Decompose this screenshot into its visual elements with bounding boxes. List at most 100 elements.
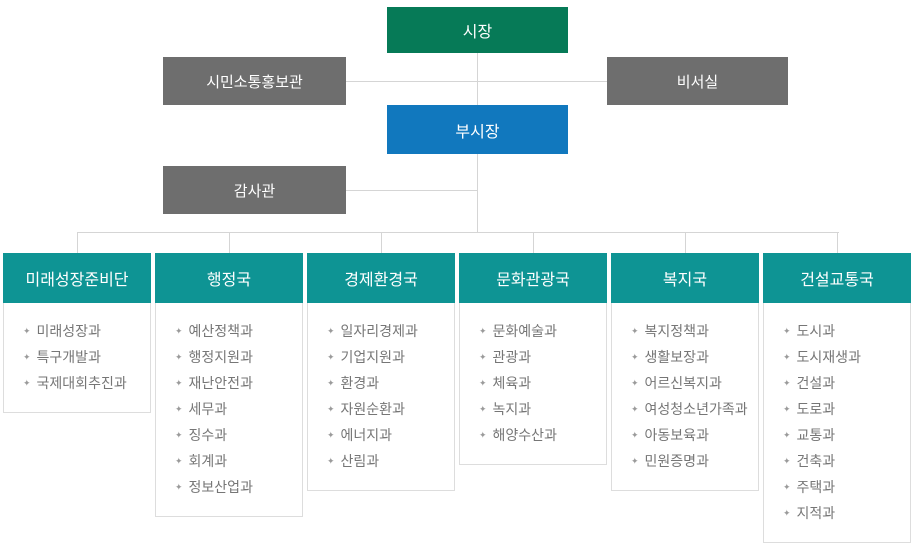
dept-item-label: 문화예술과 (492, 323, 557, 339)
dept-item-label: 생활보장과 (644, 349, 709, 365)
diamond-bullet-icon: ✦ (479, 378, 487, 388)
dept-item-label: 도시재생과 (796, 349, 861, 365)
diamond-bullet-icon: ✦ (631, 352, 639, 362)
diamond-bullet-icon: ✦ (327, 352, 335, 362)
dept-item-label: 도시과 (796, 323, 836, 339)
diamond-bullet-icon: ✦ (23, 378, 31, 388)
dept-item-label: 산림과 (340, 453, 380, 469)
dept-header: 경제환경국 (307, 253, 455, 303)
dept-item-label: 환경과 (340, 375, 380, 391)
list-item: ✦재난안전과 (175, 370, 296, 396)
diamond-bullet-icon: ✦ (327, 456, 335, 466)
list-item: ✦세무과 (175, 396, 296, 422)
connector-stub (533, 232, 534, 253)
list-item: ✦ 자원순환과 (327, 396, 448, 422)
dept-item-label: 정보산업과 (188, 479, 253, 495)
node-deputy-mayor-label: 부시장 (455, 123, 500, 141)
dept-header: 문화관광국 (459, 253, 607, 303)
list-item: ✦ 미래성장과 (23, 318, 144, 344)
dept-item-label: 체육과 (492, 375, 532, 391)
diamond-bullet-icon: ✦ (327, 404, 335, 414)
diamond-bullet-icon: ✦ (175, 378, 183, 388)
diamond-bullet-icon: ✦ (783, 482, 791, 492)
dept-column-welfare: 복지국 ✦복지정책과 ✦생활보장과 ✦어르신복지과 ✦여성청소년가족과 ✦아동보… (611, 232, 759, 491)
node-mayor: 시장 (387, 7, 568, 53)
list-item: ✦ 해양수산과 (479, 422, 600, 448)
diamond-bullet-icon: ✦ (327, 430, 335, 440)
diamond-bullet-icon: ✦ (479, 404, 487, 414)
list-item: ✦ 산림과 (327, 448, 448, 474)
diamond-bullet-icon: ✦ (783, 456, 791, 466)
dept-item-label: 건축과 (796, 453, 836, 469)
connector-staff-horizontal (346, 81, 607, 82)
node-secretariat-label: 비서실 (676, 73, 719, 91)
diamond-bullet-icon: ✦ (631, 378, 639, 388)
dept-column-administration: 행정국 ✦예산정책과 ✦행정지원과 ✦재난안전과 ✦세무과 ✦징수과 ✦회계과 … (155, 232, 303, 517)
diamond-bullet-icon: ✦ (327, 378, 335, 388)
dept-item-label: 해양수산과 (492, 427, 557, 443)
list-item: ✦교통과 (783, 422, 904, 448)
node-mayor-label: 시장 (462, 24, 493, 41)
list-item: ✦ 건축과 (783, 448, 904, 474)
list-item: ✦일자리경제과 (327, 318, 448, 344)
diamond-bullet-icon: ✦ (479, 430, 487, 440)
dept-list: ✦예산정책과 ✦행정지원과 ✦재난안전과 ✦세무과 ✦징수과 ✦회계과 ✦정보산… (155, 303, 303, 517)
dept-item-label: 기업지원과 (340, 349, 405, 365)
connector-stub (381, 232, 382, 253)
connector-stub (685, 232, 686, 253)
dept-item-label: 여성청소년가족과 (644, 401, 748, 417)
node-auditor: 감사관 (163, 166, 346, 214)
list-item: ✦정보산업과 (175, 474, 296, 500)
list-item: ✦여성청소년가족과 (631, 396, 752, 422)
dept-header: 건설교통국 (763, 253, 911, 303)
dept-item-label: 미래성장과 (36, 323, 101, 339)
dept-item-label: 도로과 (796, 401, 836, 417)
diamond-bullet-icon: ✦ (23, 326, 31, 336)
diamond-bullet-icon: ✦ (175, 326, 183, 336)
dept-item-label: 징수과 (188, 427, 228, 443)
dept-item-label: 행정지원과 (188, 349, 253, 365)
diamond-bullet-icon: ✦ (327, 326, 335, 336)
dept-item-label: 주택과 (796, 479, 836, 495)
dept-list: ✦ 문화예술과 ✦ 관광과 ✦ 체육과 ✦ 녹지과 ✦ 해양수산과 (459, 303, 607, 465)
dept-item-label: 녹지과 (492, 401, 532, 417)
list-item: ✦ 어르신복지과 (631, 370, 752, 396)
dept-item-label: 예산정책과 (188, 323, 253, 339)
node-deputy-mayor: 부시장 (387, 105, 568, 154)
connector-audit-horizontal (346, 190, 477, 191)
list-item: ✦ 징수과 (175, 422, 296, 448)
dept-list: ✦복지정책과 ✦생활보장과 ✦어르신복지과 ✦여성청소년가족과 ✦아동보육과 ✦… (611, 303, 759, 491)
diamond-bullet-icon: ✦ (175, 430, 183, 440)
diamond-bullet-icon: ✦ (175, 404, 183, 414)
dept-item-label: 지적과 (796, 505, 836, 521)
dept-item-label: 자원순환과 (340, 401, 405, 417)
diamond-bullet-icon: ✦ (23, 352, 31, 362)
diamond-bullet-icon: ✦ (783, 378, 791, 388)
diamond-bullet-icon: ✦ (479, 352, 487, 362)
diamond-bullet-icon: ✦ (479, 326, 487, 336)
dept-header: 미래성장준비단 (3, 253, 151, 303)
dept-column-economy-environment: 경제환경국 ✦일자리경제과 ✦ 기업지원과 ✦ 환경과 ✦ 자원순환과 ✦ 에너지과 ✦… (307, 232, 455, 491)
node-auditor-label: 감사관 (233, 182, 276, 200)
list-item: ✦아동보육과 (631, 422, 752, 448)
dept-item-label: 아동보육과 (644, 427, 709, 443)
dept-column-future-growth: 미래성장준비단 ✦미래성장과 ✦특구개발과 ✦국제대회추진과 (3, 232, 151, 413)
list-item: ✦ 예산정책과 (175, 318, 296, 344)
diamond-bullet-icon: ✦ (783, 508, 791, 518)
list-item: ✦행정지원과 (175, 344, 296, 370)
diamond-bullet-icon: ✦ (783, 326, 791, 336)
list-item: ✦ 주택과 (783, 474, 904, 500)
dept-item-label: 어르신복지과 (644, 375, 722, 391)
dept-item-label: 교통과 (796, 427, 836, 443)
dept-item-label: 에너지과 (340, 427, 393, 443)
list-item: ✦회계과 (175, 448, 296, 474)
list-item: ✦국제대회추진과 (23, 370, 144, 396)
list-item: ✦ 체육과 (479, 370, 600, 396)
dept-list: ✦도시과 ✦도시재생과 ✦건설과 ✦도로과 ✦교통과 ✦건축과 ✦주택과 ✦지적… (763, 303, 911, 543)
list-item: ✦ 건설과 (783, 370, 904, 396)
dept-list: ✦미래성장과 ✦특구개발과 ✦국제대회추진과 (3, 303, 151, 413)
dept-column-construction-transport: 건설교통국 ✦도시과 ✦도시재생과 ✦건설과 ✦도로과 ✦교통과 ✦건축과 ✦주… (763, 232, 911, 543)
dept-item-label: 건설과 (796, 375, 836, 391)
dept-item-label: 관광과 (492, 349, 532, 365)
